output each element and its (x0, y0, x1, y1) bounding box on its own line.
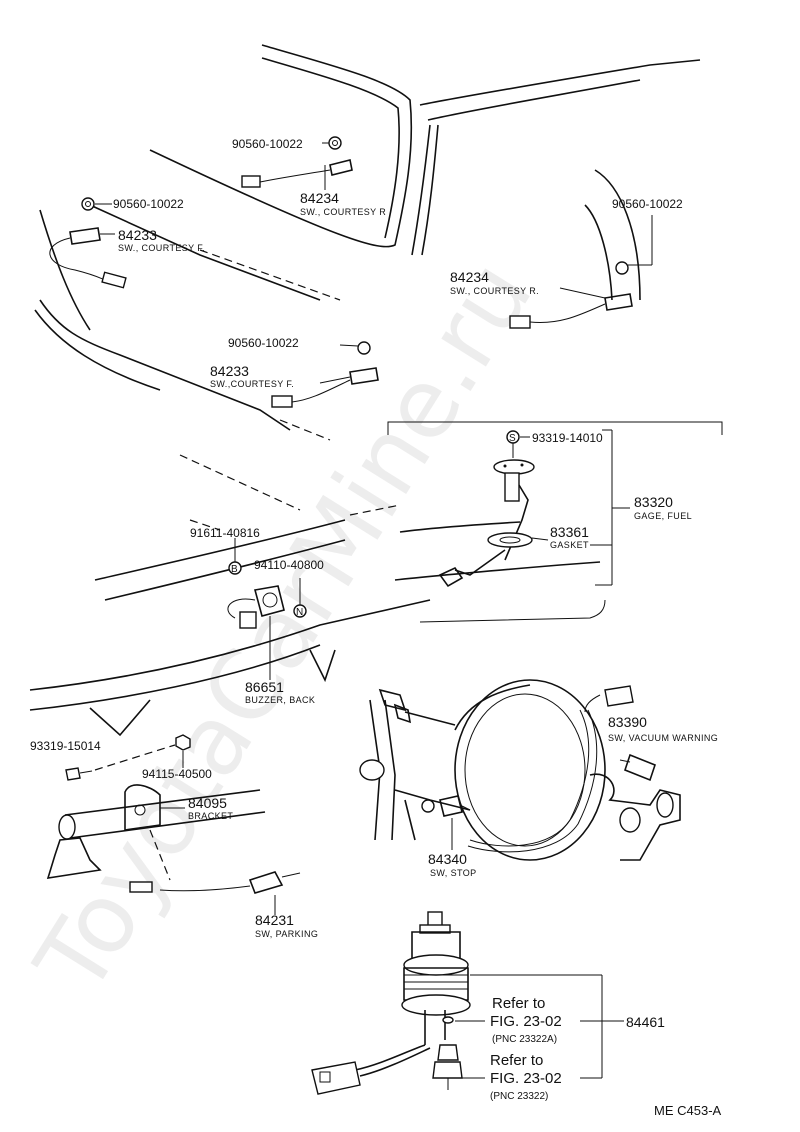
marker-label: B (231, 564, 238, 575)
back-buzzer: B N (227, 538, 307, 680)
part-name-label: SW.,COURTESY F. (210, 379, 294, 389)
part-number-label: 83361 (550, 524, 589, 540)
part-number-label: 90560-10022 (113, 197, 184, 211)
part-number-label: 86651 (245, 679, 284, 695)
part-number-label: 91611-40816 (190, 526, 260, 540)
switch-body-icon (248, 871, 284, 894)
fuel-gage-group: S (387, 421, 723, 623)
connector-icon (604, 685, 634, 707)
switch-body-icon (604, 293, 633, 311)
switch-body-icon (329, 159, 353, 176)
buzzer-body-icon (253, 585, 285, 617)
sensor-icon (437, 1044, 459, 1061)
part-number-label: 84095 (188, 795, 227, 811)
part-number-label: 84461 (626, 1014, 665, 1030)
switch-body-icon (349, 367, 379, 385)
part-number-label: 93319-14010 (532, 431, 603, 445)
part-number-label: 90560-10022 (612, 197, 683, 211)
nut-icon (175, 734, 191, 751)
connector-icon (129, 881, 153, 893)
part-name-label: SW, VACUUM WARNING (608, 733, 718, 743)
part-number-label: 83320 (634, 494, 673, 510)
courtesy-switch-r-right (509, 215, 653, 329)
connector-icon (241, 175, 261, 188)
figure-reference-link[interactable]: FIG. 23-02 (490, 1070, 562, 1087)
part-number-label: 90560-10022 (228, 336, 299, 350)
part-name-label: SW, PARKING (255, 929, 318, 939)
figure-reference-link[interactable]: FIG. 23-02 (490, 1013, 562, 1030)
parking-bracket-group (46, 734, 301, 915)
courtesy-switch-f-left (49, 197, 127, 289)
part-name-label: SW., COURTESY R (300, 207, 386, 217)
part-name-label: SW., COURTESY R. (450, 286, 539, 296)
pnc-label: (PNC 23322) (490, 1091, 548, 1102)
part-number-label: 94115-40500 (142, 767, 212, 781)
part-name-label: GAGE, FUEL (634, 511, 692, 521)
connector-icon (509, 315, 531, 329)
tube-end-icon (58, 814, 76, 840)
bracket-icon (124, 784, 161, 831)
part-number-label: 84234 (450, 269, 489, 285)
part-number-label: 94110-40800 (254, 558, 324, 572)
connector-icon (271, 395, 293, 408)
connector-icon (101, 271, 127, 289)
o-ring-icon (442, 1016, 454, 1024)
part-number-label: 83390 (608, 714, 647, 730)
part-number-label: 84233 (118, 227, 157, 243)
marker-label: S (509, 433, 516, 444)
part-number-label: 90560-10022 (232, 137, 303, 151)
part-number-label: 93319-15014 (30, 739, 101, 753)
part-name-label: GASKET (550, 540, 589, 550)
part-number-label: 84233 (210, 363, 249, 379)
booster-icon (454, 679, 606, 861)
screw-icon (65, 767, 81, 781)
pnc-label: (PNC 23322A) (492, 1034, 557, 1045)
stop-switch-icon (439, 795, 463, 817)
vacuum-switch-icon (624, 753, 656, 782)
frame-rail (29, 504, 431, 737)
refer-to-label: Refer to (490, 1052, 543, 1069)
assembly-84461 (311, 911, 624, 1095)
marker-label: N (296, 607, 303, 618)
watermark-text: ToyotaCarMine.ru (14, 242, 554, 1013)
gasket-ring-icon (487, 532, 533, 548)
part-number-label: 84234 (300, 190, 339, 206)
courtesy-switch-r-top (241, 136, 353, 190)
courtesy-switch-f-mid (271, 341, 379, 408)
part-number-label: 84340 (428, 851, 467, 867)
refer-to-label: Refer to (492, 995, 545, 1012)
switch-body-icon (69, 227, 101, 245)
gasket-icon (81, 197, 95, 211)
part-name-label: SW., COURTESY F. (118, 243, 205, 253)
connector-icon (239, 611, 257, 629)
float-icon (438, 566, 464, 588)
gasket-icon (615, 261, 629, 275)
part-name-label: SW, STOP (430, 868, 477, 878)
gasket-icon (357, 341, 371, 355)
connector-icon (311, 1061, 361, 1095)
brake-booster-group (359, 679, 681, 861)
knob-icon (427, 911, 443, 927)
part-name-label: BUZZER, BACK (245, 695, 315, 705)
car-body-outline (34, 44, 701, 511)
part-number-label: 84231 (255, 912, 294, 928)
gasket-icon (328, 136, 342, 150)
sender-plate-icon (493, 459, 535, 475)
figure-code: ME C453-A (654, 1103, 722, 1118)
part-name-label: BRACKET (188, 811, 233, 821)
